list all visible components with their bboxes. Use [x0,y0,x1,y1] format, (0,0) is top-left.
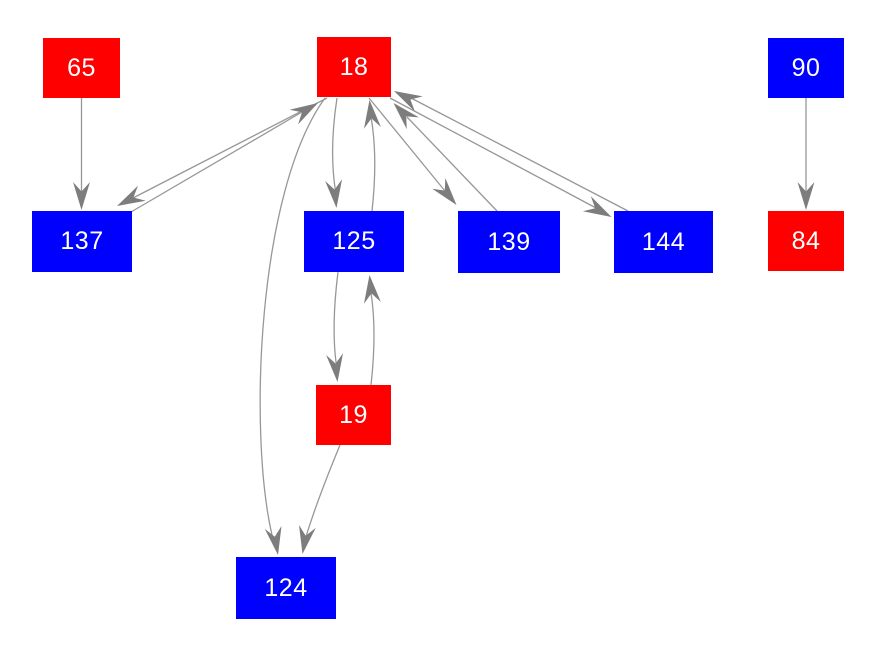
arrowhead-18-124 [264,525,282,555]
node-84[interactable]: 84 [768,211,844,271]
edge-139-18 [406,116,498,212]
edge-137-18 [130,111,303,213]
edge-18-144 [389,97,597,209]
arrowhead-65-137 [73,182,90,210]
node-label-18: 18 [339,52,369,81]
arrowhead-18-139 [432,177,457,205]
node-139[interactable]: 139 [458,211,560,273]
edge-144-18 [410,97,629,212]
arrowhead-144-18 [394,91,423,112]
node-18[interactable]: 18 [317,37,391,97]
edge-19-125 [370,292,375,386]
edge-125-18 [370,116,376,212]
node-137[interactable]: 137 [32,211,132,272]
node-label-19: 19 [339,400,368,429]
node-144[interactable]: 144 [614,211,713,273]
node-label-125: 125 [332,227,376,255]
node-124[interactable]: 124 [236,557,336,619]
edge-18-124 [259,97,326,536]
edge-18-139 [368,97,446,192]
edge-125-19 [333,271,339,367]
node-125[interactable]: 125 [304,211,404,272]
arrowhead-137-18 [289,103,318,125]
node-label-84: 84 [791,226,821,255]
node-label-65: 65 [67,53,96,82]
node-90[interactable]: 90 [768,38,844,98]
arrowhead-19-124 [298,524,316,554]
node-label-139: 139 [487,227,531,256]
arrowhead-19-125 [363,275,381,304]
arrowhead-125-19 [326,353,344,382]
node-label-90: 90 [791,53,821,82]
arrowhead-18-144 [582,196,612,217]
arrowhead-125-18 [363,100,381,129]
arrowhead-18-125 [325,179,343,208]
edge-18-125 [331,97,338,192]
node-19[interactable]: 19 [316,385,391,445]
node-label-144: 144 [641,227,686,256]
node-65[interactable]: 65 [43,38,120,98]
node-label-124: 124 [264,573,308,602]
edge-18-137 [132,97,328,199]
node-label-137: 137 [60,227,104,255]
edge-19-124 [304,444,341,541]
arrowhead-90-84 [797,182,815,210]
arrowhead-18-137 [117,185,146,206]
arrowhead-139-18 [393,103,419,130]
